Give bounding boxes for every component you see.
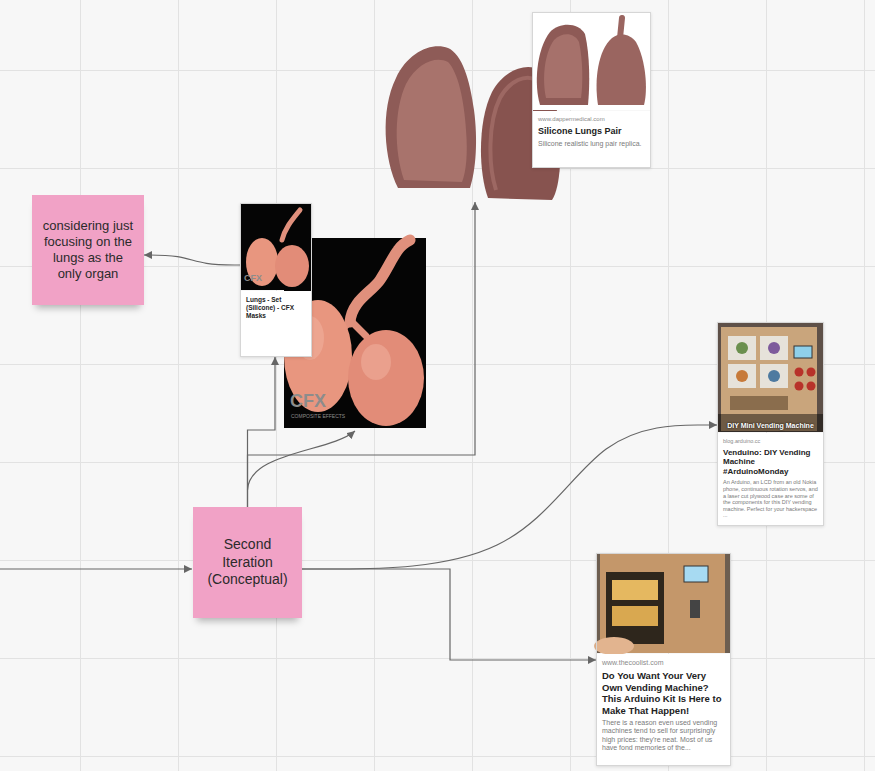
card-image-area <box>533 13 650 111</box>
snack <box>768 370 780 382</box>
card-body: Lungs - Set (Silicone) - CFX Masks <box>241 291 311 356</box>
snack <box>736 370 748 382</box>
incoming-connector <box>0 568 192 569</box>
card-body: www.dappermedical.comSilicone Lungs Pair… <box>533 111 650 167</box>
card-photo <box>532 12 651 110</box>
title-text: Venduino: DIY Vending Machine #ArduinoMo… <box>723 448 818 477</box>
right-lung <box>275 245 309 287</box>
snack <box>736 342 748 354</box>
card-photo <box>717 322 824 432</box>
watermark: COMPOSITE EFFECTS <box>291 414 345 419</box>
lcd-screen <box>684 566 708 582</box>
connector <box>248 357 276 507</box>
hand <box>594 637 634 655</box>
lung-surface <box>490 78 536 190</box>
card-photo <box>240 203 312 290</box>
lung-surface <box>397 60 467 182</box>
url-text: blog.arduino.cc <box>723 438 818 445</box>
button <box>807 368 816 377</box>
button <box>795 382 804 391</box>
coin-slot <box>690 600 700 618</box>
link-card: www.thecoolist.com Do You Want Your Very … <box>596 553 731 766</box>
shelf <box>612 606 658 626</box>
card-body: blog.arduino.ccVenduino: DIY Vending Mac… <box>718 433 823 525</box>
compartment <box>760 364 788 388</box>
photo-shade <box>717 414 824 432</box>
card-body: www.thecoolist.com Do You Want Your Very … <box>597 654 730 765</box>
sticky-note: considering just focusing on the lungs a… <box>32 195 144 305</box>
url-text: www.thecoolist.com <box>602 659 725 667</box>
title-text: Lungs - Set (Silicone) - CFX Masks <box>246 296 306 319</box>
body-text: Silicone realistic lung pair replica. <box>538 140 645 148</box>
button <box>807 382 816 391</box>
snack <box>768 342 780 354</box>
tray <box>730 396 788 410</box>
right-lung <box>348 330 424 426</box>
sticky-note: Second Iteration (Conceptual) <box>193 507 302 618</box>
shelf <box>612 580 658 600</box>
title-text: Silicone Lungs Pair <box>538 126 645 137</box>
overlay-text: DIY Mini Vending Machine <box>718 422 823 430</box>
lung-highlight <box>361 344 391 380</box>
connector <box>144 255 240 265</box>
button <box>795 368 804 377</box>
image-connector <box>248 431 356 490</box>
watermark: CFX <box>244 274 262 283</box>
link-card: DIY Mini Vending Machine blog.arduino.ccV… <box>717 322 824 526</box>
trachea <box>282 210 300 240</box>
link-card: www.dappermedical.comSilicone Lungs Pair… <box>532 12 651 168</box>
lcd-screen <box>794 346 812 358</box>
compartment <box>728 336 756 360</box>
lung-surface <box>544 34 582 98</box>
compartment <box>760 336 788 360</box>
title-text: Do You Want Your Very Own Vending Machin… <box>602 670 725 716</box>
card-image-area: DIY Mini Vending Machine <box>718 323 823 433</box>
main-text: considering just focusing on the lungs a… <box>40 218 136 283</box>
lung-piece <box>597 35 646 105</box>
card-image-area <box>597 554 730 654</box>
main-text: Second Iteration (Conceptual) <box>201 536 294 589</box>
body-text: There is a reason even used vending mach… <box>602 719 725 753</box>
lung-piece <box>537 25 589 105</box>
connector <box>302 569 596 660</box>
connector <box>302 425 717 569</box>
watermark: CFX <box>290 392 326 410</box>
url-text: www.dappermedical.com <box>538 116 645 123</box>
window <box>606 572 664 644</box>
lung-piece <box>386 46 476 188</box>
trachea <box>350 240 410 322</box>
compartment <box>728 364 756 388</box>
body-text: An Arduino, an LCD from an old Nokia pho… <box>723 479 818 519</box>
